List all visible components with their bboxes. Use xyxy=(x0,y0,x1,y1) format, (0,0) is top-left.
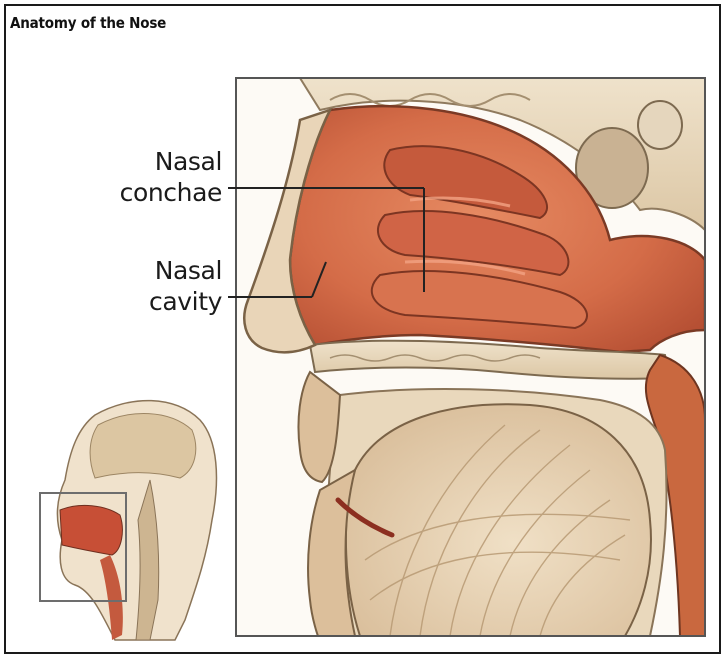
label-cavity-line1: Nasal xyxy=(96,255,222,286)
head-inset-illustration xyxy=(40,401,216,640)
label-conchae-line1: Nasal xyxy=(96,146,222,177)
label-nasal-conchae: Nasal conchae xyxy=(96,146,222,208)
main-zoom-panel xyxy=(236,78,705,636)
label-nasal-cavity: Nasal cavity xyxy=(96,255,222,317)
label-conchae-line2: conchae xyxy=(96,177,222,208)
head-brain xyxy=(90,414,196,478)
label-cavity-line2: cavity xyxy=(96,286,222,317)
sphenoid-sinus xyxy=(638,101,682,149)
